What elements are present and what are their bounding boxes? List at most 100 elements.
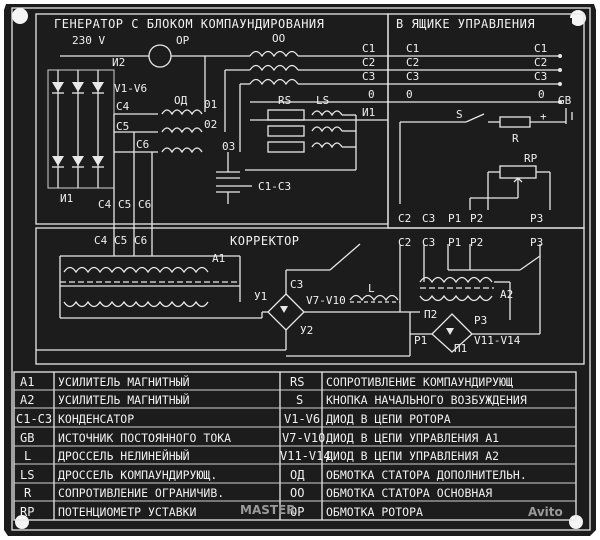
c3-label-box: C3 — [406, 70, 419, 83]
legend-table: A1 УСИЛИТЕЛЬ МАГНИТНЫЙ A2 УСИЛИТЕЛЬ МАГН… — [13, 371, 577, 521]
legend-left-desc: ИСТОЧНИК ПОСТОЯННОГО ТОКА — [58, 431, 231, 445]
c5-label: C5 — [116, 120, 129, 133]
c1-c3-label: C1-C3 — [258, 180, 291, 193]
oo-winding-1 — [249, 50, 299, 58]
legend-left-desc: КОНДЕНСАТОР — [58, 412, 134, 426]
legend-right-code: V11-V14 — [280, 449, 331, 463]
legend-left-code: L — [24, 449, 31, 463]
legend-left-code: A2 — [20, 393, 34, 407]
r-label: R — [512, 132, 519, 145]
capacitor-bank: C1-C3 — [216, 152, 291, 204]
v1-v6-label: V1-V6 — [114, 82, 147, 95]
oo-winding-2 — [249, 64, 299, 72]
rs-resistor-1 — [267, 109, 305, 121]
legend-right-desc: ДИОД В ЦЕПИ УПРАВЛЕНИЯ A2 — [326, 449, 499, 463]
p3-label-corr-term: P3 — [530, 236, 543, 249]
p1-label-term: P1 — [448, 212, 461, 225]
mount-hole-bottom-left — [15, 515, 29, 529]
i1-label-gen: И1 — [362, 106, 375, 119]
c3-label-gen: C3 — [362, 70, 375, 83]
legend-left-desc: ПОТЕНЦИОМЕТР УСТАВКИ — [58, 505, 197, 519]
c2-label-box-right: C2 — [534, 56, 547, 69]
a2-winding-top — [419, 276, 493, 284]
o1-label: 01 — [204, 98, 217, 111]
legend-left-code: C1-C3 — [16, 412, 52, 426]
p3-label-term: P3 — [530, 212, 543, 225]
l-label: L — [368, 282, 375, 295]
legend-left-desc: СОПРОТИВЛЕНИЕ ОГРАНИЧИВ. — [58, 486, 224, 500]
gb-label: GB — [558, 94, 572, 107]
legend-left-code: RP — [20, 505, 34, 519]
legend-left-code: R — [24, 486, 32, 500]
watermark-master: MASTER — [240, 503, 296, 517]
voltage-label: 230 V — [72, 34, 105, 47]
c3-label-term: C3 — [422, 212, 435, 225]
p1-label-corr-term: P1 — [448, 236, 461, 249]
od-winding-1 — [161, 109, 203, 116]
oo-winding-3 — [249, 78, 299, 86]
p3-label-corr: P3 — [474, 314, 487, 327]
c2-label-corr-term: C2 — [398, 236, 411, 249]
v11-v14-label: V11-V14 — [474, 334, 521, 347]
c1-label-box: C1 — [406, 42, 419, 55]
c6-label-bottom: C6 — [138, 198, 151, 211]
c3-label-corr-term: C3 — [422, 236, 435, 249]
l-choke — [349, 294, 399, 302]
diode-bridge-v11-v14 — [431, 313, 473, 353]
legend-right-code: V7-V10 — [282, 431, 325, 445]
zero-label-box-right: 0 — [538, 88, 545, 101]
control-box-block: В ЯЩИКЕ УПРАВЛЕНИЯ C1 C2 C3 0 C1 C2 C3 0… — [387, 13, 585, 229]
od-winding-3 — [161, 147, 203, 154]
generator-block: ГЕНЕРАТОР С БЛОКОМ КОМПАУНДИРОВАНИЯ 230 … — [35, 13, 389, 225]
c4-label: C4 — [116, 100, 130, 113]
c2-label-term: C2 — [398, 212, 411, 225]
legend-left-desc: УСИЛИТЕЛЬ МАГНИТНЫЙ — [58, 374, 190, 389]
rs-label: RS — [278, 94, 291, 107]
zero-label-gen: 0 — [368, 88, 375, 101]
zero-label-box: 0 — [406, 88, 413, 101]
legend-right-code: V1-V6 — [284, 412, 320, 426]
a1-winding-bottom — [63, 300, 209, 308]
a1-winding-top — [63, 266, 209, 274]
generator-title: ГЕНЕРАТОР С БЛОКОМ КОМПАУНДИРОВАНИЯ — [54, 17, 324, 31]
c6-label-corr: C6 — [134, 234, 147, 247]
u2-label: У2 — [300, 324, 313, 337]
ls-choke-3 — [311, 142, 343, 149]
legend-right-code: OP — [290, 505, 304, 519]
watermark-avito: Avito — [528, 505, 563, 519]
c1-label-gen: C1 — [362, 42, 375, 55]
plus-label: + — [540, 110, 547, 123]
p2-label-term: P2 — [470, 212, 483, 225]
legend-left-desc: УСИЛИТЕЛЬ МАГНИТНЫЙ — [58, 392, 190, 407]
c2-label-gen: C2 — [362, 56, 375, 69]
legend-left-code: A1 — [20, 375, 34, 389]
ls-choke-2 — [311, 126, 343, 133]
o2-label: 02 — [204, 118, 217, 131]
legend-left-desc: ДРОССЕЛЬ НЕЛИНЕЙНЫЙ — [58, 448, 190, 463]
mount-hole-bottom-right — [569, 515, 583, 529]
s-label: S — [456, 108, 463, 121]
legend-left-code: GB — [20, 431, 34, 445]
p1cyr-label: П1 — [454, 342, 467, 355]
p1-label-corr: P1 — [414, 334, 427, 347]
control-box-title: В ЯЩИКЕ УПРАВЛЕНИЯ — [396, 17, 535, 31]
p2cyr-label: П2 — [424, 308, 437, 321]
c4-label-bottom: C4 — [98, 198, 112, 211]
c2-label-box: C2 — [406, 56, 419, 69]
u1-label: У1 — [254, 290, 267, 303]
legend-right-desc: ОБМОТКА СТАТОРА ДОПОЛНИТЕЛЬН. — [326, 468, 527, 482]
corrector-block: КОРРЕКТОР C4 C5 C6 A1 У1 C3 V7-V10 У2 L — [35, 214, 585, 365]
legend-right-code: OO — [290, 486, 304, 500]
legend-right-code: S — [296, 393, 303, 407]
a2-label: A2 — [500, 288, 513, 301]
oo-label: OO — [272, 32, 285, 45]
a1-label: A1 — [212, 252, 225, 265]
c3-label-corr: C3 — [290, 278, 303, 291]
mount-hole-top-left — [12, 8, 28, 24]
i1-label-bridge: И1 — [60, 192, 73, 205]
i2-label: И2 — [112, 56, 125, 69]
p2-label-corr-term: P2 — [470, 236, 483, 249]
c5-label-corr: C5 — [114, 234, 127, 247]
od-label: OД — [174, 94, 188, 107]
